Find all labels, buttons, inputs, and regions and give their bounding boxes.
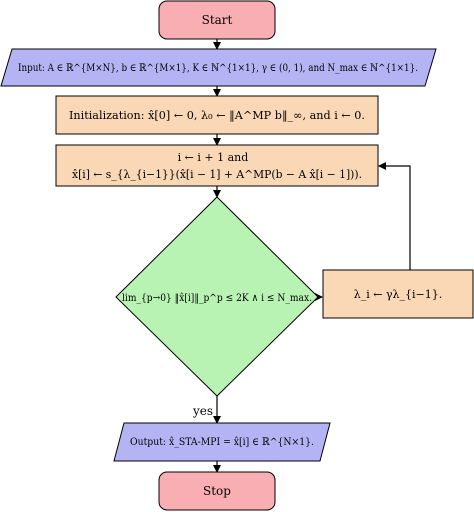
iterate-line2: x̂[i] ← s_{λ_{i−1}}(x̂[i − 1] + A^MP(b −… <box>72 168 362 181</box>
stop-node: Stop <box>158 471 276 511</box>
stop-shape <box>158 471 276 511</box>
iterate-shape <box>55 144 379 187</box>
iterate-node: i ← i + 1 and x̂[i] ← s_{λ_{i−1}}(x̂[i −… <box>55 144 379 187</box>
input-node: Input: A ∈ ℝ^{M×N}, b ∈ ℝ^{M×1}, K ∈ ℕ^{… <box>0 48 437 87</box>
init-node: Initialization: x̂[0] ← 0, λ₀ ← ‖A^MP b‖… <box>55 95 379 135</box>
decision-node: lim_{p→0} ‖x̂[i]‖_p^p ≤ 2K ∧ i ≤ N_max. <box>115 196 319 397</box>
stop-label: Stop <box>203 484 231 498</box>
output-shape <box>113 422 331 462</box>
edge-label-yes: yes <box>192 404 213 418</box>
init-label: Initialization: x̂[0] ← 0, λ₀ ← ‖A^MP b‖… <box>69 109 365 123</box>
start-shape <box>158 0 276 40</box>
output-node: Output: x̂_STA-MPI = x̂[i] ∈ ℝ^{N×1}. <box>113 422 331 462</box>
init-shape <box>55 95 379 135</box>
start-node: Start <box>158 0 276 40</box>
decision-shape <box>115 196 319 397</box>
start-label: Start <box>202 13 233 27</box>
edge-update-iterate <box>378 162 411 270</box>
input-shape <box>0 48 437 87</box>
iterate-line1: i ← i + 1 and <box>178 151 249 164</box>
update-shape <box>322 269 474 319</box>
update-node: λ_i ← γλ_{i−1}. <box>322 269 474 319</box>
update-label: λ_i ← γλ_{i−1}. <box>354 288 442 301</box>
output-label: Output: x̂_STA-MPI = x̂[i] ∈ ℝ^{N×1}. <box>130 436 314 448</box>
input-label: Input: A ∈ ℝ^{M×N}, b ∈ ℝ^{M×1}, K ∈ ℕ^{… <box>18 62 418 74</box>
decision-label: lim_{p→0} ‖x̂[i]‖_p^p ≤ 2K ∧ i ≤ N_max. <box>122 292 312 305</box>
